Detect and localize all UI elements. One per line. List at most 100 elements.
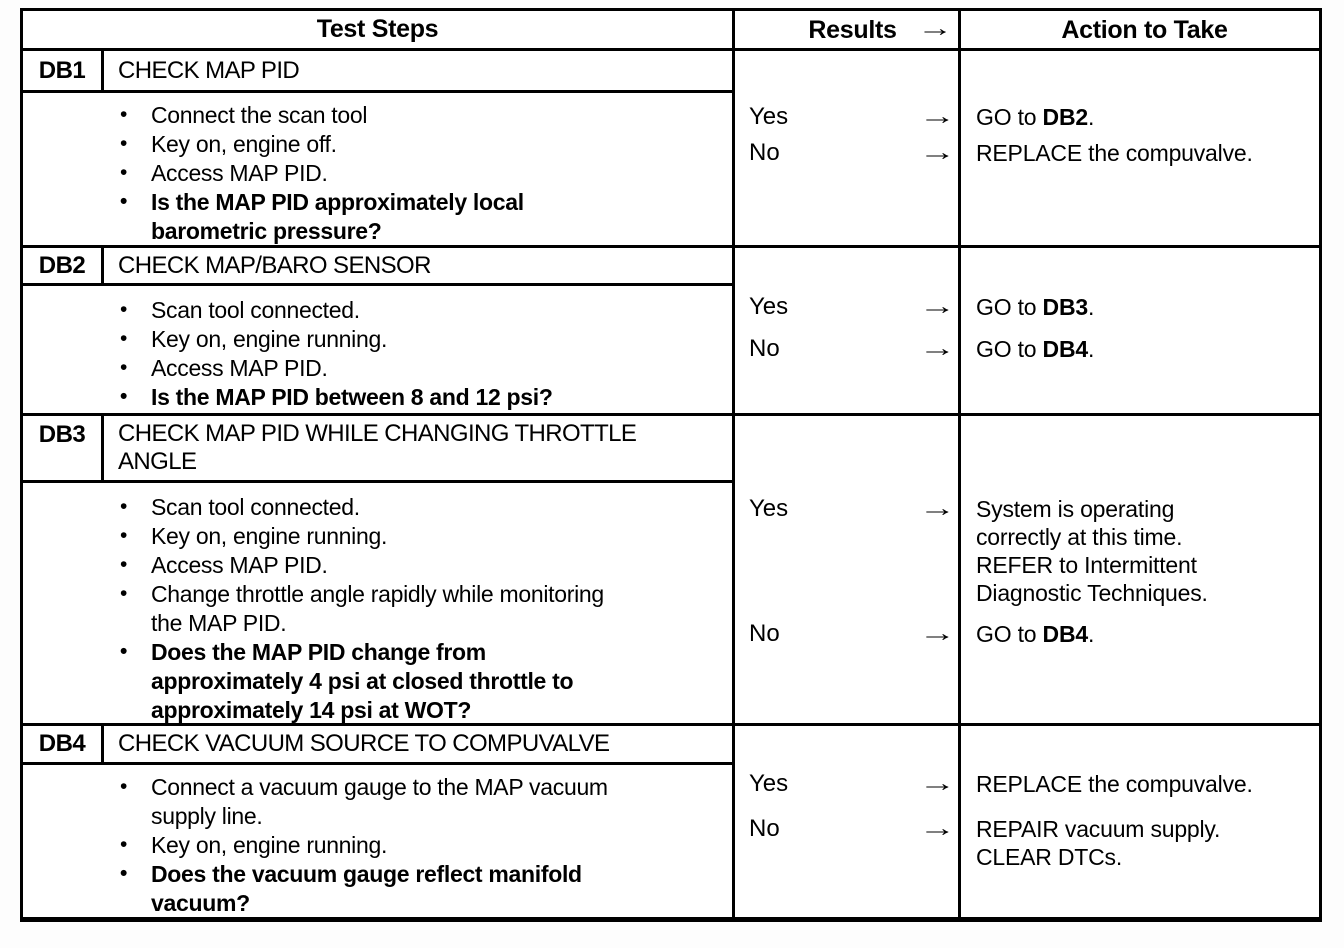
diagnostic-table: Test Steps Results → Action to Take DB1 …	[20, 8, 1322, 922]
test-id: DB1	[23, 51, 104, 90]
test-steps-list: Connect a vacuum gauge to the MAP vacuum…	[23, 765, 732, 918]
test-steps-cell: DB3 CHECK MAP PID WHILE CHANGING THROTTL…	[23, 416, 735, 725]
action-text: GO to	[976, 336, 1043, 362]
action-item: GO to DB3.	[976, 293, 1313, 321]
test-step: Connect a vacuum gauge to the MAP vacuum…	[23, 772, 722, 831]
test-step: Key on, engine running.	[23, 521, 722, 551]
actions-cell: GO to DB3.GO to DB4.	[961, 248, 1319, 413]
action-text: .	[1087, 294, 1095, 320]
test-block-DB1: DB1 CHECK MAP PID Connect the scan toolK…	[23, 48, 1319, 246]
result-row: No →	[749, 620, 956, 648]
right-arrow-icon: →	[918, 770, 956, 797]
action-text: DB3	[1042, 294, 1089, 320]
right-arrow-icon: →	[918, 815, 956, 842]
action-text: DB4	[1042, 621, 1089, 647]
test-step: Access MAP PID.	[23, 158, 722, 188]
test-step: Does the vacuum gauge reflect manifold v…	[23, 859, 722, 918]
right-arrow-icon: →	[918, 139, 956, 166]
result-row: No→	[749, 815, 956, 843]
test-steps-cell: DB2 CHECK MAP/BARO SENSOR Scan tool conn…	[23, 248, 735, 413]
test-step: Does the MAP PID change from approximate…	[23, 637, 722, 725]
actions-cell: System is operating correctly at this ti…	[961, 416, 1319, 725]
test-title: CHECK MAP/BARO SENSOR	[118, 251, 431, 279]
test-id: DB4	[23, 726, 104, 762]
result-row: No →	[749, 335, 956, 363]
result-row: No →	[749, 139, 956, 167]
test-title-row: DB2 CHECK MAP/BARO SENSOR	[23, 248, 732, 286]
test-steps-cell: DB1 CHECK MAP PID Connect the scan toolK…	[23, 51, 735, 246]
action-item: System is operating correctly at this ti…	[976, 495, 1313, 607]
test-block-DB2: DB2 CHECK MAP/BARO SENSOR Scan tool conn…	[23, 245, 1319, 413]
action-text: System is operating correctly at this ti…	[976, 496, 1208, 606]
action-text: .	[1087, 104, 1095, 130]
right-arrow-icon: →	[918, 293, 956, 320]
action-item: REPAIR vacuum supply. CLEAR DTCs.	[976, 815, 1313, 871]
test-step: Connect the scan tool	[23, 100, 722, 130]
results-cell: Yes → No →	[735, 51, 961, 246]
test-step: Key on, engine running.	[23, 830, 722, 860]
test-step: Scan tool connected.	[23, 492, 722, 522]
test-step: Access MAP PID.	[23, 550, 722, 580]
action-item: GO to DB4.	[976, 335, 1313, 363]
test-step: Key on, engine off.	[23, 129, 722, 159]
test-title: CHECK MAP PID	[118, 56, 300, 84]
test-steps-list: Scan tool connected.Key on, engine runni…	[23, 483, 732, 725]
action-item: GO to DB4.	[976, 620, 1313, 648]
test-step: Key on, engine running.	[23, 324, 722, 354]
test-id: DB3	[23, 416, 104, 480]
result-row: Yes →	[749, 293, 956, 321]
action-text: REPAIR vacuum supply. CLEAR DTCs.	[976, 816, 1221, 870]
right-arrow-icon: →	[918, 335, 956, 362]
test-title-row: DB1 CHECK MAP PID	[23, 51, 732, 93]
test-title-row: DB4 CHECK VACUUM SOURCE TO COMPUVALVE	[23, 726, 732, 765]
action-text: DB2	[1042, 104, 1089, 130]
action-text: GO to	[976, 294, 1043, 320]
table-header-row: Test Steps Results → Action to Take	[23, 11, 1319, 48]
right-arrow-icon: →	[918, 620, 956, 647]
test-title: CHECK VACUUM SOURCE TO COMPUVALVE	[118, 730, 610, 757]
action-text: DB4	[1042, 336, 1089, 362]
header-action-label: Action to Take	[1061, 15, 1228, 44]
action-item: GO to DB2.	[976, 103, 1313, 131]
action-text: GO to	[976, 621, 1043, 647]
header-results: Results →	[735, 11, 961, 48]
result-answer: Yes	[749, 293, 789, 320]
header-test-steps-label: Test Steps	[316, 15, 439, 43]
right-arrow-icon: →	[918, 103, 956, 130]
right-arrow-icon: →	[917, 15, 953, 42]
result-row: Yes →	[749, 495, 956, 523]
test-step: Change throttle angle rapidly while moni…	[23, 579, 722, 638]
test-title-row: DB3 CHECK MAP PID WHILE CHANGING THROTTL…	[23, 416, 732, 483]
action-text: REPLACE the compuvalve.	[976, 771, 1253, 797]
action-item: REPLACE the compuvalve.	[976, 770, 1313, 798]
test-steps-list: Connect the scan toolKey on, engine off.…	[23, 93, 732, 246]
result-answer: Yes	[749, 495, 789, 522]
result-answer: No	[749, 335, 780, 362]
header-action-to-take: Action to Take	[961, 11, 1319, 48]
results-cell: Yes → No →	[735, 416, 961, 725]
test-step: Scan tool connected.	[23, 295, 722, 325]
test-steps-cell: DB4 CHECK VACUUM SOURCE TO COMPUVALVE Co…	[23, 726, 735, 918]
result-row: Yes →	[749, 103, 956, 131]
test-block-DB3: DB3 CHECK MAP PID WHILE CHANGING THROTTL…	[23, 413, 1319, 725]
result-answer: No	[749, 139, 780, 166]
result-row: Yes →	[749, 770, 956, 798]
actions-cell: REPLACE the compuvalve. REPAIR vacuum sup…	[961, 726, 1319, 918]
action-text: .	[1087, 336, 1095, 362]
header-results-label: Results	[808, 15, 897, 44]
test-step: Is the MAP PID between 8 and 12 psi?	[23, 382, 722, 412]
results-cell: Yes→No→	[735, 726, 961, 918]
test-step: Is the MAP PID approximately local barom…	[23, 187, 722, 246]
results-cell: Yes → No →	[735, 248, 961, 413]
action-text: GO to	[976, 104, 1043, 130]
result-answer: Yes	[749, 770, 789, 797]
result-answer: No	[749, 620, 780, 647]
test-steps-list: Scan tool connected.Key on, engine runni…	[23, 286, 732, 412]
result-answer: Yes	[749, 103, 789, 130]
action-item: REPLACE the compuvalve.	[976, 139, 1313, 167]
test-step: Access MAP PID.	[23, 353, 722, 383]
right-arrow-icon: →	[918, 495, 956, 522]
action-text: .	[1087, 621, 1095, 647]
test-id: DB2	[23, 248, 104, 283]
